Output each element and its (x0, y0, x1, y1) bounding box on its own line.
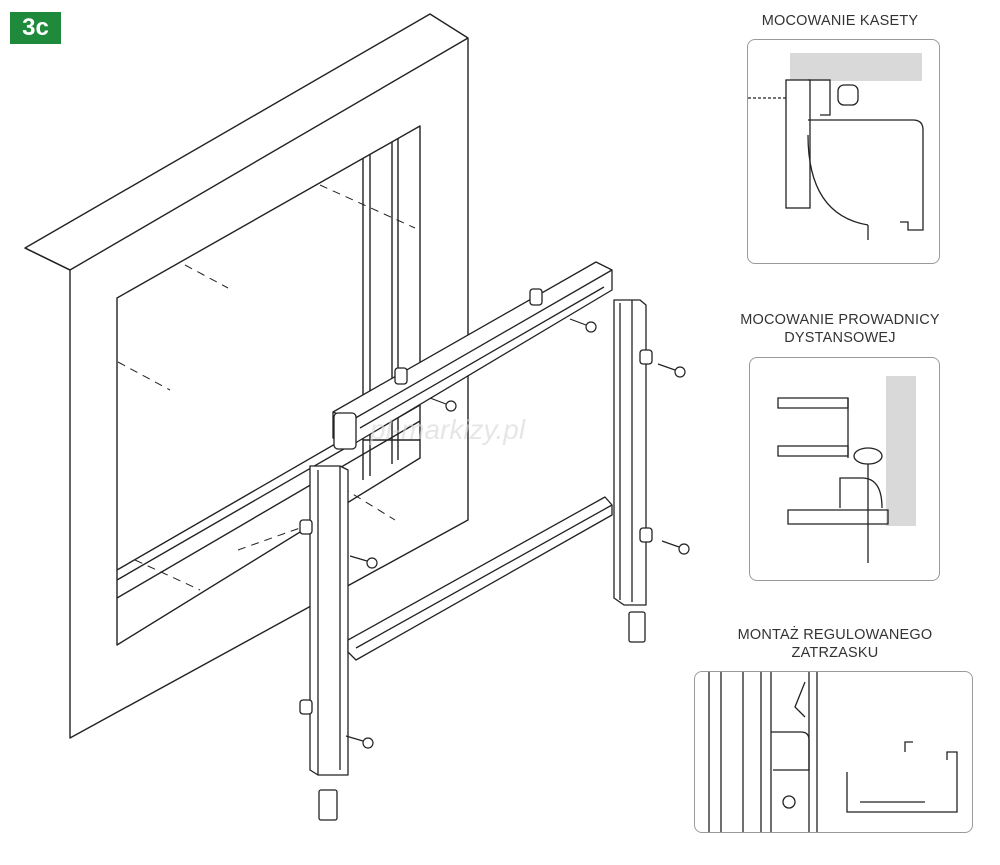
left-guide-rail (309, 465, 349, 776)
caption-line: MOCOWANIE PROWADNICY (740, 312, 940, 328)
caption-line: ZATRZASKU (791, 645, 879, 661)
cassette-box (332, 261, 613, 446)
cassette-bracket (394, 367, 408, 385)
right-guide-rail (613, 299, 647, 606)
detail-caption-spacer-rail: MOCOWANIE PROWADNICY DYSTANSOWEJ (720, 311, 960, 347)
detail-panel-cassette (747, 39, 940, 264)
detail-caption-latch: MONTAŻ REGULOWANEGO ZATRZASKU (700, 626, 970, 662)
adjustable-latch-detail (708, 672, 958, 832)
cassette-mounting-detail (748, 53, 924, 240)
rail-bracket (299, 699, 313, 715)
caption-line: MONTAŻ REGULOWANEGO (737, 627, 933, 643)
latch (628, 611, 646, 643)
watermark: pl-markizy.pl (370, 414, 526, 445)
detail-caption-cassette: MOCOWANIE KASETY (761, 13, 919, 29)
spacer-rail-mounting-detail (777, 376, 916, 563)
detail-panel-latch (694, 671, 973, 833)
step-badge: 3c (10, 12, 61, 44)
assembly-drawing (24, 13, 690, 821)
caption-line: DYSTANSOWEJ (784, 330, 896, 346)
window-opening (116, 125, 421, 646)
rail-bracket (639, 527, 653, 543)
detail-panel-spacer-rail (749, 357, 940, 581)
latch (318, 789, 338, 821)
cassette-bracket (529, 288, 543, 306)
rail-bracket (639, 349, 653, 365)
rail-bracket (299, 519, 313, 535)
